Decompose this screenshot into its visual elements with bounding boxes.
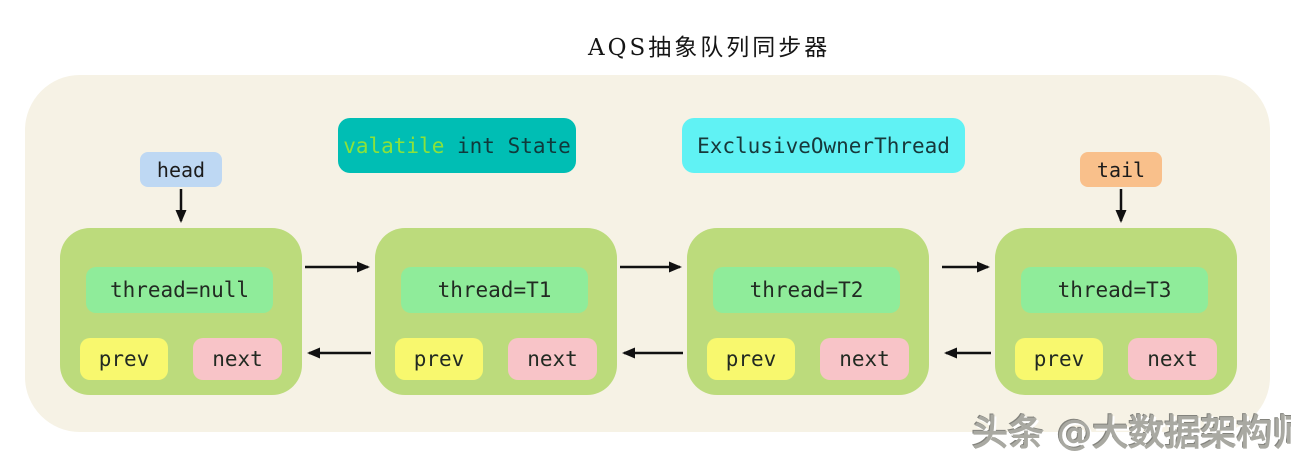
thread-value: thread=T2 <box>713 267 900 313</box>
queue-node-t2: thread=T2 prev next <box>687 228 929 395</box>
next-pointer: next <box>193 338 282 380</box>
queue-node-t3: thread=T3 prev next <box>995 228 1237 395</box>
prev-pointer: prev <box>80 338 168 380</box>
diagram-title: AQS抽象队列同步器 <box>588 35 831 61</box>
prev-pointer: prev <box>1015 338 1103 380</box>
next-pointer: next <box>820 338 909 380</box>
tail-pointer-label: tail <box>1080 152 1162 187</box>
thread-value: thread=null <box>86 267 273 313</box>
state-field-text: int State <box>444 133 571 158</box>
queue-node-t1: thread=T1 prev next <box>375 228 617 395</box>
prev-pointer: prev <box>395 338 483 380</box>
exclusive-owner-thread-label: ExclusiveOwnerThread <box>682 118 965 173</box>
thread-value: thread=T3 <box>1021 267 1208 313</box>
queue-node-head: thread=null prev next <box>60 228 302 395</box>
next-pointer: next <box>1128 338 1217 380</box>
watermark: 头条 @大数据架构师 <box>972 413 1291 454</box>
head-pointer-label: head <box>140 152 222 187</box>
volatile-keyword-text: valatile <box>343 133 445 158</box>
prev-pointer: prev <box>707 338 795 380</box>
volatile-state-label: valatile int State <box>338 118 576 173</box>
thread-value: thread=T1 <box>401 267 588 313</box>
next-pointer: next <box>508 338 597 380</box>
